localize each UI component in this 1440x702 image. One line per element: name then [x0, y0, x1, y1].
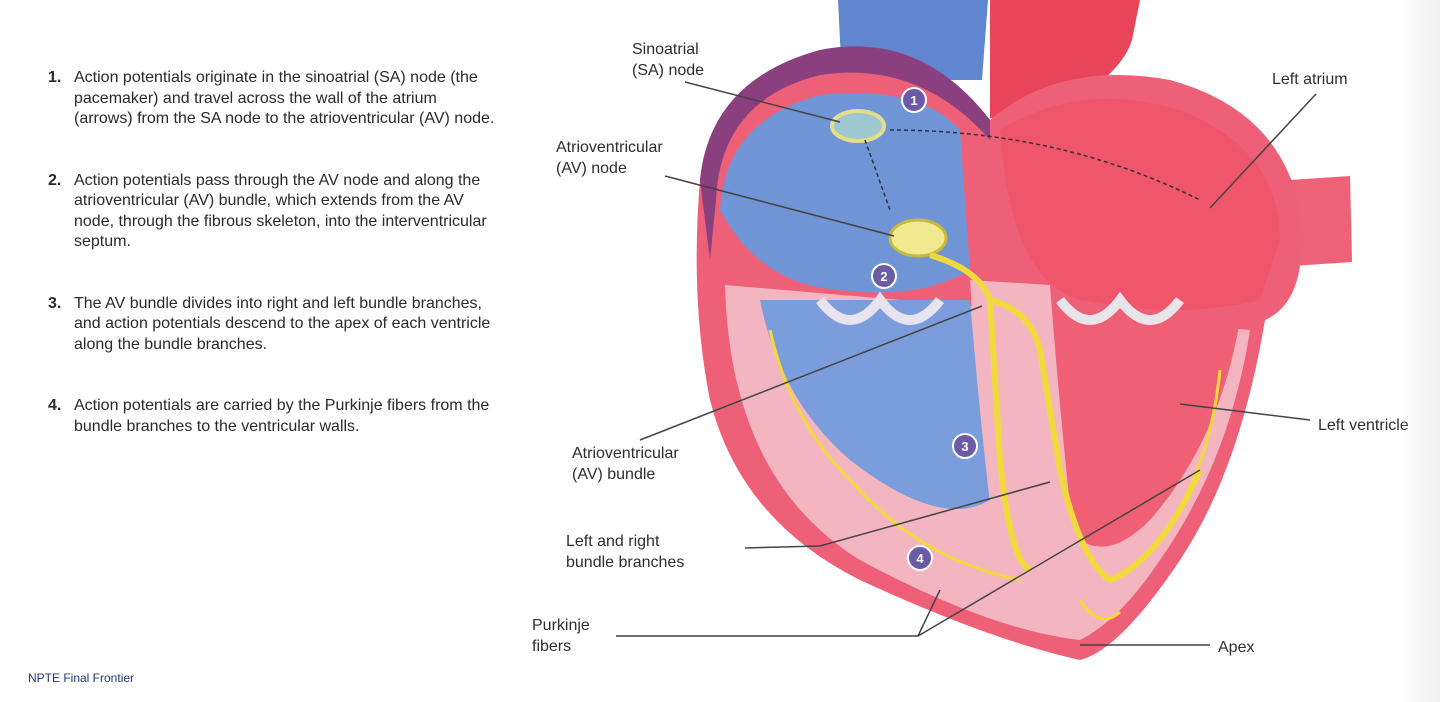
heart-conduction-diagram: 1 2 3 4 Sinoatrial (SA) node — [520, 0, 1440, 702]
svg-text:2: 2 — [880, 269, 887, 284]
leader-av-bundle — [639, 305, 983, 441]
label-apex: Apex — [1218, 639, 1254, 656]
tricuspid-valve — [816, 291, 944, 325]
leader-lines — [616, 81, 1317, 646]
svg-text:3: 3 — [961, 439, 968, 454]
svg-text:1: 1 — [910, 93, 917, 108]
step-number: 3. — [48, 294, 62, 312]
label-left-ventricle: Left ventricle — [1318, 417, 1409, 434]
label-purkinje-fibers: Purkinje fibers — [532, 617, 594, 655]
av-bundle — [929, 252, 1032, 573]
sa-node — [830, 109, 886, 143]
mitral-valve — [1056, 291, 1184, 325]
atrial-conduction-arrow — [889, 129, 1201, 201]
footer-source: NPTE Final Frontier — [28, 671, 135, 685]
step-number: 2. — [48, 171, 62, 189]
left-ventricle — [1040, 310, 1240, 547]
step-2: 2. Action potentials pass through the AV… — [48, 171, 498, 253]
purkinje-fibers — [768, 329, 1222, 621]
marker-1: 1 — [901, 87, 927, 113]
heart-illustration: 1 2 3 4 Sinoatrial (SA) node — [532, 0, 1409, 660]
marker-4: 4 — [907, 545, 933, 571]
marker-3: 3 — [952, 433, 978, 459]
leader-purkinje — [616, 469, 1201, 637]
step-text: Action potentials pass through the AV no… — [74, 171, 487, 251]
step-text: Action potentials are carried by the Pur… — [74, 397, 490, 435]
svg-text:4: 4 — [916, 551, 924, 566]
label-left-atrium: Left atrium — [1272, 71, 1348, 88]
edge-fade — [1400, 0, 1440, 702]
label-sa-node: Sinoatrial (SA) node — [632, 41, 704, 79]
leader-bundle-branches — [744, 481, 1051, 549]
left-atrium — [1000, 98, 1280, 310]
step-text: Action potentials originate in the sinoa… — [74, 69, 495, 127]
interventricular-septum — [970, 280, 1080, 607]
step-4: 4. Action potentials are carried by the … — [48, 396, 498, 437]
right-ventricle — [760, 300, 990, 509]
step-list: 1. Action potentials originate in the si… — [48, 68, 498, 437]
aorta — [990, 0, 1140, 120]
label-av-bundle: Atrioventricular (AV) bundle — [572, 445, 683, 483]
pulmonary-vein — [1290, 176, 1352, 266]
atrial-conduction-arrow — [864, 139, 891, 211]
leader-av-node — [664, 175, 895, 237]
av-node — [888, 218, 948, 258]
marker-2: 2 — [871, 263, 897, 289]
step-1: 1. Action potentials originate in the si… — [48, 68, 498, 130]
step-number: 1. — [48, 69, 62, 86]
leader-left-atrium — [1209, 93, 1317, 209]
step-3: 3. The AV bundle divides into right and … — [48, 294, 498, 356]
leader-left-ventricle — [1179, 403, 1311, 421]
label-bundle-branches: Left and right bundle branches — [566, 533, 684, 571]
step-number: 4. — [48, 397, 62, 414]
label-av-node: Atrioventricular (AV) node — [556, 139, 667, 177]
step-text: The AV bundle divides into right and lef… — [74, 294, 491, 353]
leader-sa-node — [684, 81, 841, 123]
